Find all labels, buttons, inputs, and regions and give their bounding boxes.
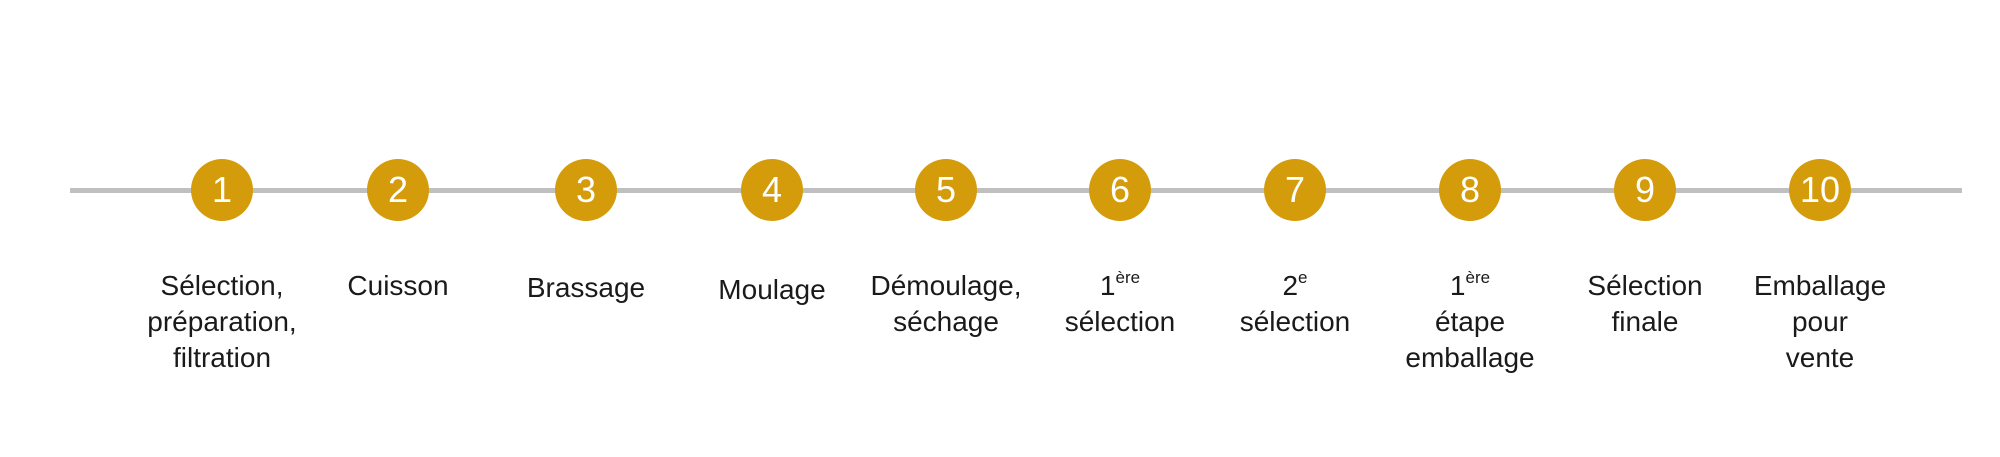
- step-number-circle: 9: [1614, 159, 1676, 221]
- ordinal-number: 1: [1099, 270, 1116, 301]
- step-label: Emballage pour vente: [1725, 268, 1915, 376]
- step-label-line: Démoulage,: [870, 270, 1022, 301]
- step-label-ordinal: 1ère: [1375, 268, 1565, 304]
- step-number-circle: 5: [915, 159, 977, 221]
- ordinal-suffix: e: [1298, 268, 1308, 287]
- step-label-line: étape: [1434, 306, 1506, 337]
- ordinal-suffix: ère: [1115, 268, 1141, 287]
- step-label-line: finale: [1611, 306, 1679, 337]
- step-label: 2e sélection: [1200, 268, 1390, 340]
- step-label: Cuisson: [303, 268, 493, 304]
- step-label: Sélection finale: [1550, 268, 1740, 340]
- step-number-circle: 3: [555, 159, 617, 221]
- step-label-line: filtration: [172, 342, 272, 373]
- step-label-line: Moulage: [718, 274, 826, 305]
- step-label-line: séchage: [893, 306, 999, 337]
- step-label: Sélection, préparation, filtration: [127, 268, 317, 376]
- ordinal-number: 2: [1282, 270, 1299, 301]
- step-label-line: emballage: [1405, 342, 1535, 373]
- step-label-ordinal: 2e: [1200, 268, 1390, 304]
- step-number-circle: 1: [191, 159, 253, 221]
- step-label-line: Sélection,: [160, 270, 284, 301]
- step-label: Brassage: [491, 270, 681, 306]
- step-label: Moulage: [677, 272, 867, 308]
- step-label-line: Brassage: [526, 272, 646, 303]
- step-label-line: Emballage: [1753, 270, 1887, 301]
- step-label-line: préparation,: [147, 306, 297, 337]
- step-number-circle: 10: [1789, 159, 1851, 221]
- step-label-line: Cuisson: [347, 270, 449, 301]
- timeline-track: [70, 188, 1962, 193]
- step-label-line: sélection: [1064, 306, 1176, 337]
- step-label-line: pour: [1791, 306, 1849, 337]
- step-number-circle: 6: [1089, 159, 1151, 221]
- step-label-ordinal: 1ère: [1025, 268, 1215, 304]
- step-number-circle: 2: [367, 159, 429, 221]
- step-number-circle: 4: [741, 159, 803, 221]
- step-label: Démoulage, séchage: [851, 268, 1041, 340]
- ordinal-number: 1: [1449, 270, 1466, 301]
- ordinal-suffix: ère: [1465, 268, 1491, 287]
- step-number-circle: 8: [1439, 159, 1501, 221]
- step-label-line: Sélection: [1587, 270, 1703, 301]
- step-label: 1ère étape emballage: [1375, 268, 1565, 376]
- step-label-line: vente: [1785, 342, 1855, 373]
- step-number-circle: 7: [1264, 159, 1326, 221]
- step-label-line: sélection: [1239, 306, 1351, 337]
- step-label: 1ère sélection: [1025, 268, 1215, 340]
